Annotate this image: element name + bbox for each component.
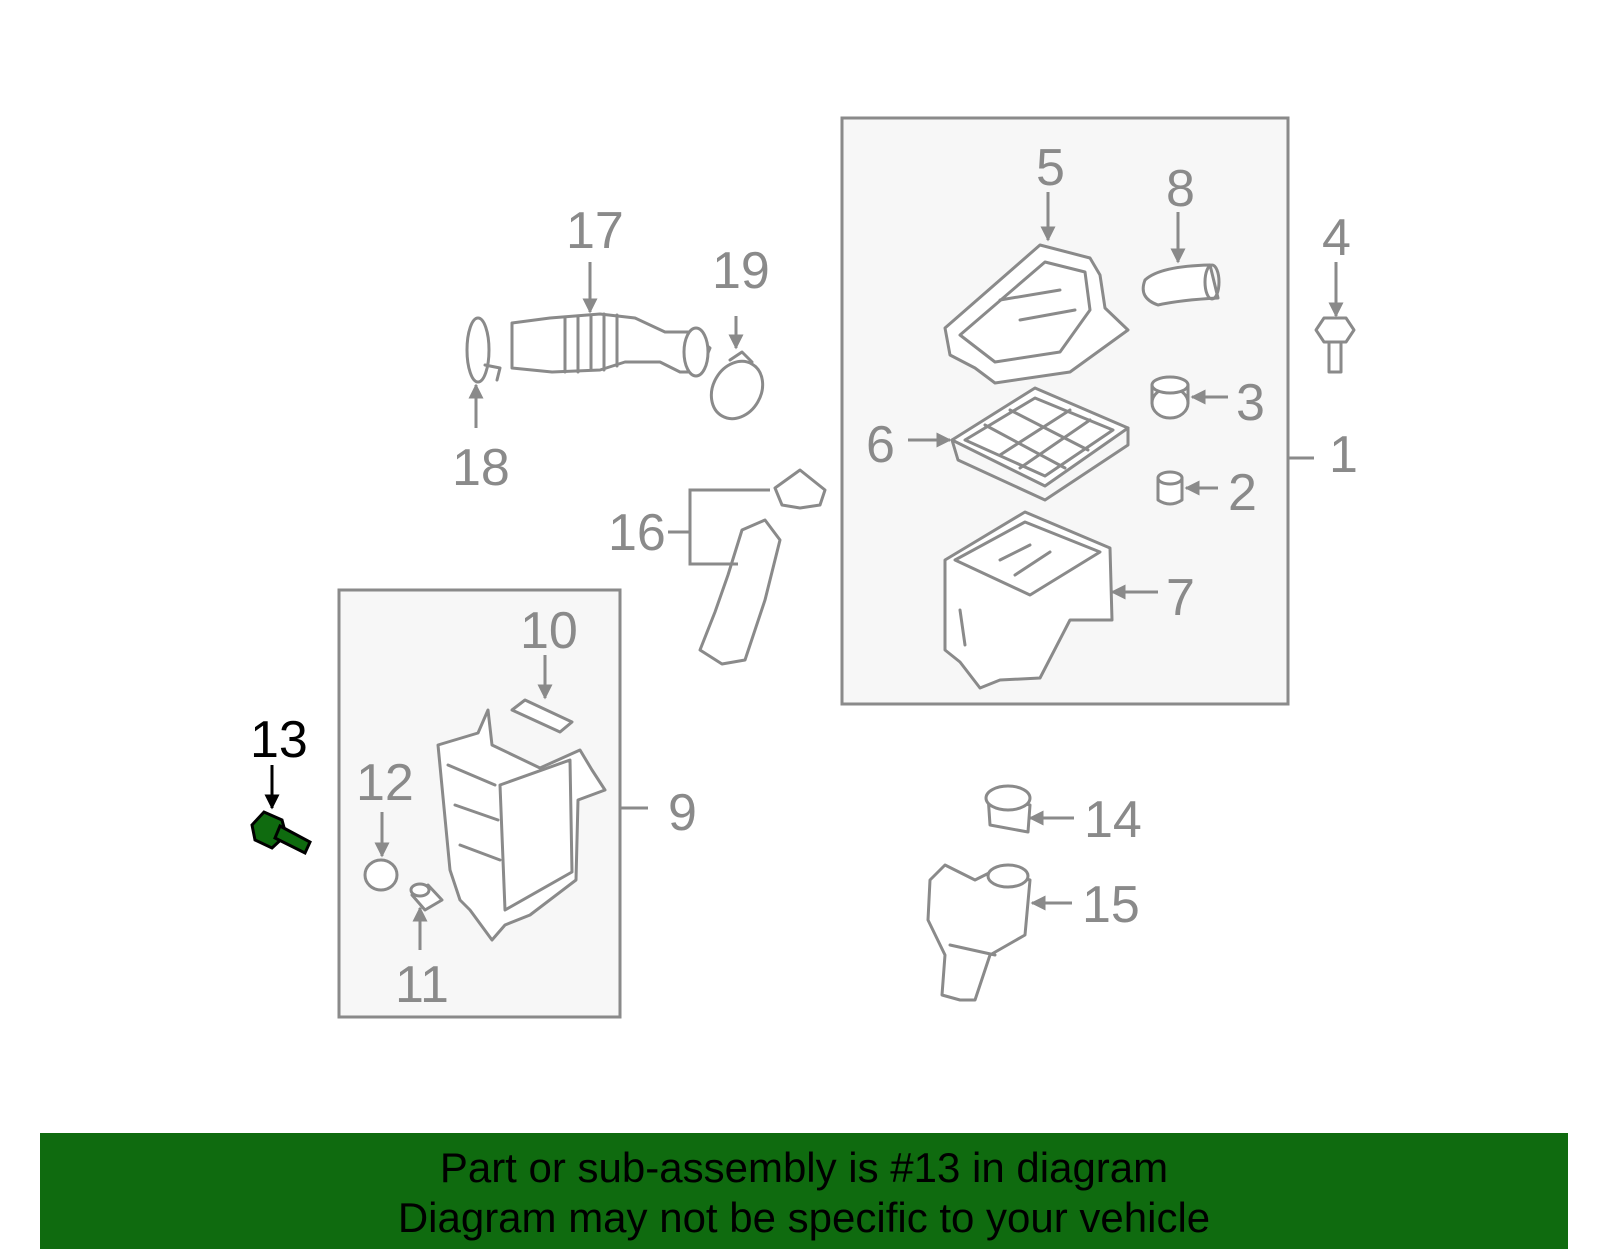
part-3-grommet[interactable] — [1150, 375, 1190, 420]
part-19-clamp[interactable] — [701, 350, 773, 428]
callout-17: 17 — [566, 202, 624, 260]
part-14-adapter[interactable] — [984, 784, 1032, 834]
part-18-clamp[interactable] — [465, 316, 502, 384]
part-10-seal[interactable] — [510, 698, 574, 734]
callout-12: 12 — [356, 754, 414, 812]
part-13-bolt-highlighted[interactable] — [250, 810, 312, 856]
part-4-bolt[interactable] — [1314, 316, 1356, 374]
part-7-lower-case[interactable] — [943, 510, 1114, 690]
part-8-duct[interactable] — [1141, 263, 1221, 307]
callout-18: 18 — [452, 439, 510, 497]
callout-4: 4 — [1322, 209, 1351, 267]
info-banner: Part or sub-assembly is #13 in diagram D… — [40, 1133, 1568, 1249]
callout-7: 7 — [1166, 569, 1195, 627]
callout-2: 2 — [1228, 464, 1257, 522]
part-5-cover[interactable] — [943, 243, 1130, 385]
callout-15: 15 — [1082, 876, 1140, 934]
parts-diagram: 1 2 3 4 5 6 7 8 9 10 11 12 13 14 15 16 1… — [250, 116, 1358, 1019]
part-6-filter-element[interactable] — [950, 386, 1130, 502]
callout-8: 8 — [1166, 160, 1195, 218]
leader-16 — [668, 488, 770, 566]
banner-line-2: Diagram may not be specific to your vehi… — [397, 1194, 1211, 1241]
part-15-duct[interactable] — [926, 863, 1032, 1002]
callout-5: 5 — [1036, 139, 1065, 197]
part-11-grommet[interactable] — [409, 882, 444, 912]
callout-9: 9 — [668, 784, 697, 842]
part-17-intake-hose[interactable] — [510, 312, 712, 378]
part-16-ducts[interactable] — [698, 468, 827, 666]
callout-11: 11 — [395, 956, 449, 1014]
callout-3: 3 — [1236, 374, 1265, 432]
part-9-resonator[interactable] — [436, 708, 607, 942]
callout-13-highlighted: 13 — [250, 711, 308, 769]
callout-10: 10 — [520, 602, 578, 660]
part-12-grommet[interactable] — [363, 858, 399, 892]
callout-14: 14 — [1084, 791, 1142, 849]
callout-1: 1 — [1329, 426, 1358, 484]
callout-19: 19 — [712, 242, 770, 300]
banner-line-1: Part or sub-assembly is #13 in diagram — [439, 1144, 1169, 1191]
callout-6: 6 — [866, 416, 895, 474]
callout-16: 16 — [608, 504, 666, 562]
part-2-grommet[interactable] — [1156, 470, 1184, 506]
